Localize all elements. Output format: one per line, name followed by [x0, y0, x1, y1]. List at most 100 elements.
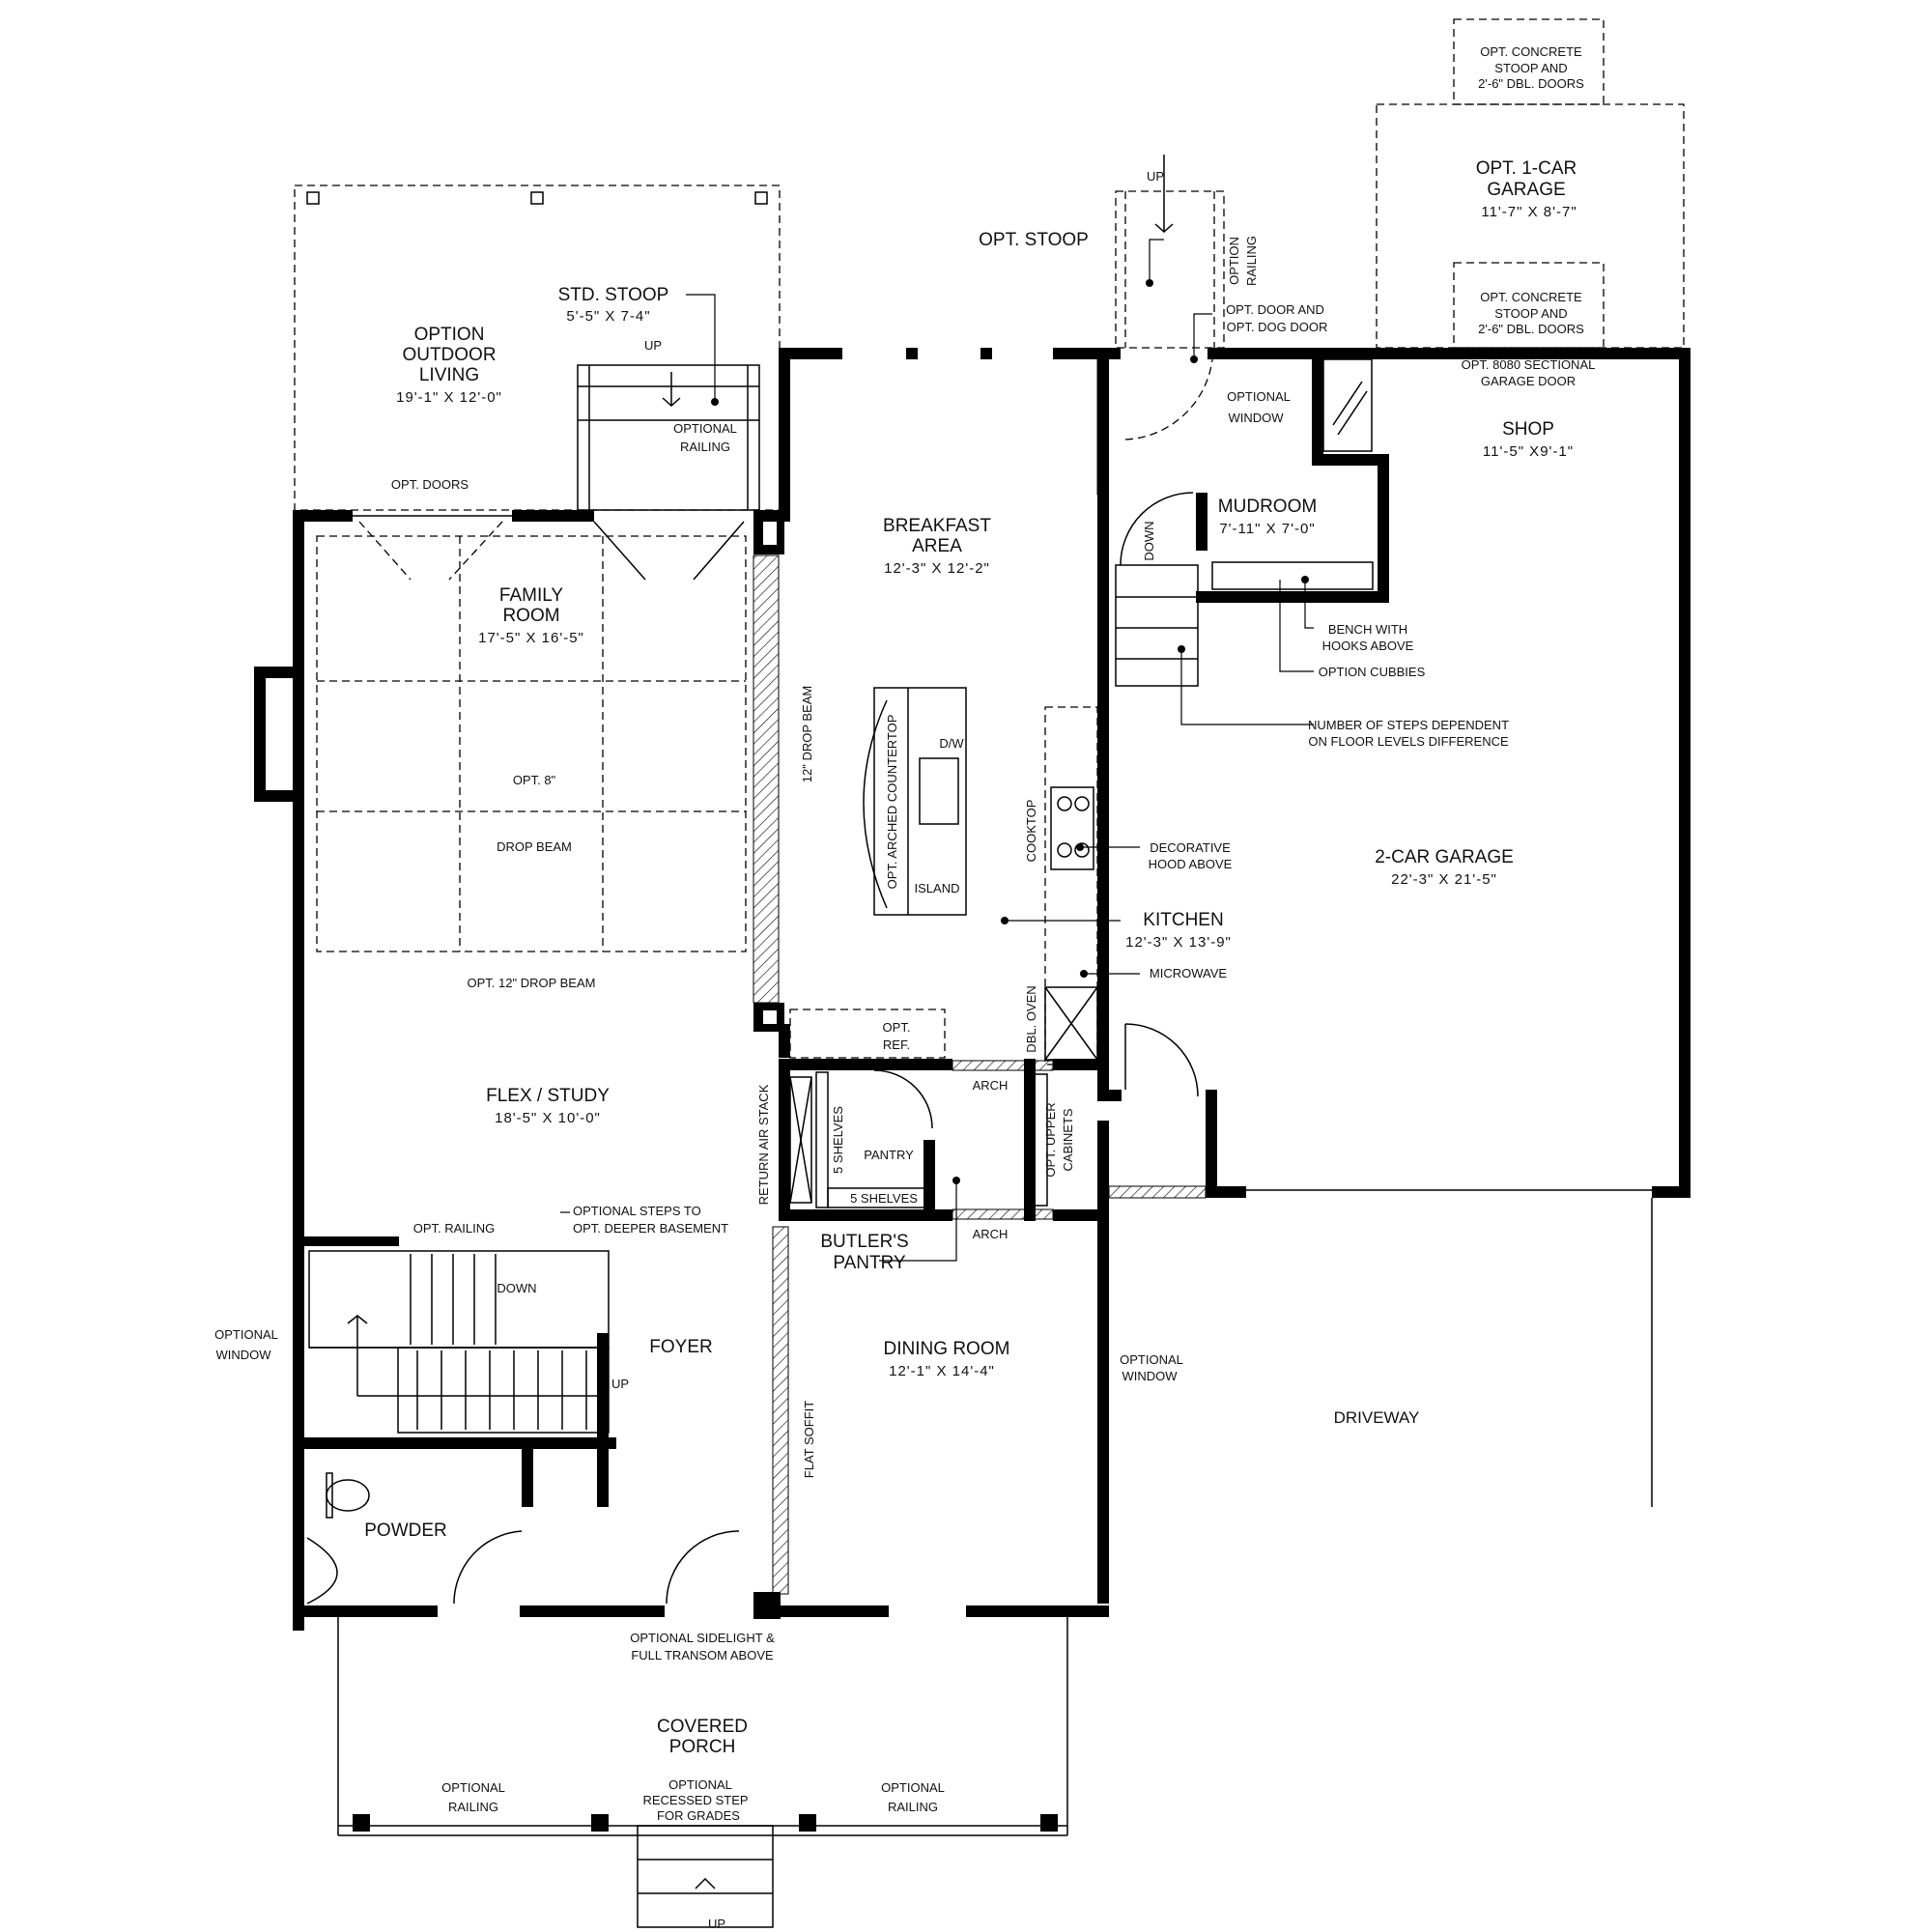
arch-top-label: ARCH: [973, 1078, 1009, 1093]
svg-text:WINDOW: WINDOW: [1228, 411, 1284, 425]
powder-label: POWDER: [364, 1520, 447, 1541]
sidelight-label: OPTIONAL SIDELIGHT &: [630, 1631, 775, 1645]
svg-text:ON FLOOR LEVELS DIFFERENCE: ON FLOOR LEVELS DIFFERENCE: [1308, 734, 1509, 749]
svg-text:PANTRY: PANTRY: [864, 1148, 914, 1162]
svg-text:HOOD ABOVE: HOOD ABOVE: [1149, 857, 1233, 871]
garage-hatch: [1108, 1185, 1207, 1199]
dbl-oven-label: DBL. OVEN: [1024, 985, 1038, 1052]
porch-railing-left: OPTIONAL: [441, 1780, 505, 1795]
svg-text:LIVING: LIVING: [419, 365, 479, 385]
opt-stoop: [1115, 155, 1225, 440]
mudroom-steps: [1115, 358, 1374, 687]
mudroom-label: MUDROOM: [1218, 497, 1317, 517]
opt-doors-label: OPT. DOORS: [391, 477, 469, 492]
svg-text:RAILING: RAILING: [680, 440, 730, 454]
svg-text:19'-1" X 12'-0": 19'-1" X 12'-0": [396, 389, 502, 406]
svg-text:5 SHELVES: 5 SHELVES: [850, 1191, 918, 1206]
svg-text:FULL TRANSOM ABOVE: FULL TRANSOM ABOVE: [631, 1648, 774, 1662]
opt-garage-label: OPT. 1-CAR: [1476, 158, 1577, 179]
svg-text:MICROWAVE: MICROWAVE: [1150, 966, 1227, 980]
svg-text:12'-3" X 13'-9": 12'-3" X 13'-9": [1125, 934, 1232, 951]
exterior-walls: [254, 348, 1690, 1631]
sectional-label: OPT. 8080 SECTIONAL: [1462, 357, 1596, 372]
opt-12-drop-label: OPT. 12" DROP BEAM: [468, 976, 596, 990]
svg-text:18'-5" X 10'-0": 18'-5" X 10'-0": [495, 1110, 601, 1126]
arch-hatch-top: [952, 1060, 1054, 1071]
svg-text:D/W: D/W: [939, 736, 964, 751]
svg-text:2'-6" DBL. DOORS: 2'-6" DBL. DOORS: [1478, 322, 1584, 336]
garage-label: 2-CAR GARAGE: [1375, 847, 1514, 867]
drop-beam-hatch: [753, 554, 780, 1004]
svg-text:HOOKS ABOVE: HOOKS ABOVE: [1322, 639, 1414, 653]
dining-label: DINING ROOM: [884, 1339, 1010, 1359]
svg-text:ROOM: ROOM: [502, 606, 559, 626]
covered-porch: [337, 1617, 1068, 1928]
svg-text:STOOP AND: STOOP AND: [1494, 306, 1567, 321]
leaders: [560, 239, 1314, 1262]
flex-label: FLEX / STUDY: [486, 1086, 610, 1106]
opt-window-mud-label: OPTIONAL: [1227, 389, 1291, 404]
svg-text:DOWN: DOWN: [1142, 521, 1156, 560]
opt-1-car-garage: [1376, 18, 1685, 349]
svg-text:22'-3" X 21'-5": 22'-3" X 21'-5": [1391, 871, 1497, 888]
std-stoop: [577, 364, 760, 511]
svg-text:12'-3" X 12'-2": 12'-3" X 12'-2": [884, 560, 990, 577]
svg-text:UP: UP: [708, 1917, 725, 1931]
svg-text:OPT. DEEPER BASEMENT: OPT. DEEPER BASEMENT: [573, 1221, 728, 1236]
svg-text:REF.: REF.: [883, 1037, 910, 1052]
opt-doors: [353, 515, 745, 581]
svg-text:5'-5" X 7-4": 5'-5" X 7-4": [566, 308, 650, 325]
svg-text:OUTDOOR: OUTDOOR: [402, 345, 496, 365]
outdoor-living-outline: [294, 185, 781, 511]
svg-text:GARAGE: GARAGE: [1487, 180, 1565, 200]
svg-text:11'-7" X 8'-7": 11'-7" X 8'-7": [1481, 204, 1577, 220]
butlers-label: BUTLER'S: [820, 1232, 908, 1252]
opt-steps-label: OPTIONAL STEPS TO: [573, 1204, 701, 1218]
kitchen-island: [863, 687, 967, 916]
svg-text:OPT.: OPT.: [883, 1020, 911, 1035]
concrete-stoop-bottom: OPT. CONCRETE: [1480, 290, 1582, 304]
opt-arched-label: OPT. ARCHED COUNTERTOP: [885, 715, 899, 890]
garage-door-area: [1124, 744, 1686, 1507]
svg-text:DOWN: DOWN: [497, 1281, 536, 1295]
return-air-label: RETURN AIR STACK: [756, 1084, 771, 1205]
std-stoop-label: STD. STOOP: [558, 285, 669, 305]
svg-text:17'-5" X 16'-5": 17'-5" X 16'-5": [478, 630, 584, 646]
svg-text:ISLAND: ISLAND: [915, 881, 960, 895]
bench-label: BENCH WITH: [1328, 622, 1407, 637]
stairs: [308, 1250, 610, 1434]
foyer-label: FOYER: [649, 1337, 712, 1357]
drop-beam-grid: [316, 535, 747, 952]
svg-text:11'-5" X9'-1": 11'-5" X9'-1": [1483, 443, 1574, 460]
porch-label: COVERED: [657, 1717, 748, 1737]
svg-text:FOR GRADES: FOR GRADES: [657, 1808, 740, 1823]
svg-text:7'-11" X 7'-0": 7'-11" X 7'-0": [1219, 521, 1315, 537]
driveway-label: DRIVEWAY: [1334, 1408, 1420, 1427]
arch-hatch-bottom: [952, 1208, 1054, 1220]
side-hatch: [1096, 358, 1104, 496]
flat-soffit-label: FLAT SOFFIT: [802, 1401, 816, 1478]
svg-text:PANTRY: PANTRY: [833, 1253, 906, 1273]
cubbies-label: OPTION CUBBIES: [1319, 665, 1426, 679]
svg-text:RAILING: RAILING: [448, 1800, 498, 1814]
svg-text:RAILING: RAILING: [1244, 236, 1259, 286]
svg-text:OPTIONAL: OPTIONAL: [673, 421, 737, 436]
concrete-stoop-top: OPT. CONCRETE: [1480, 44, 1582, 59]
powder-fixtures: [306, 1472, 740, 1605]
svg-text:RECESSED STEP: RECESSED STEP: [642, 1793, 748, 1807]
svg-text:DECORATIVE: DECORATIVE: [1150, 840, 1231, 855]
opt-railing-label: OPT. RAILING: [413, 1221, 496, 1236]
labels: OPTION OUTDOOR LIVING 19'-1" X 12'-0" ST…: [214, 44, 1595, 1931]
svg-text:OPT. DOG DOOR: OPT. DOG DOOR: [1227, 320, 1328, 334]
opt-upper-label: OPT. UPPER: [1043, 1102, 1058, 1177]
svg-text:PORCH: PORCH: [669, 1737, 736, 1757]
svg-text:12'-1" X 14'-4": 12'-1" X 14'-4": [889, 1363, 995, 1379]
kitchen-label: KITCHEN: [1143, 910, 1223, 930]
svg-text:AREA: AREA: [912, 536, 962, 556]
recessed-step-label: OPTIONAL: [668, 1777, 732, 1792]
pantry-shelves: [789, 1069, 1048, 1208]
svg-text:STOOP AND: STOOP AND: [1494, 61, 1567, 75]
porch-railing-right: OPTIONAL: [881, 1780, 945, 1795]
svg-text:CABINETS: CABINETS: [1061, 1108, 1075, 1171]
